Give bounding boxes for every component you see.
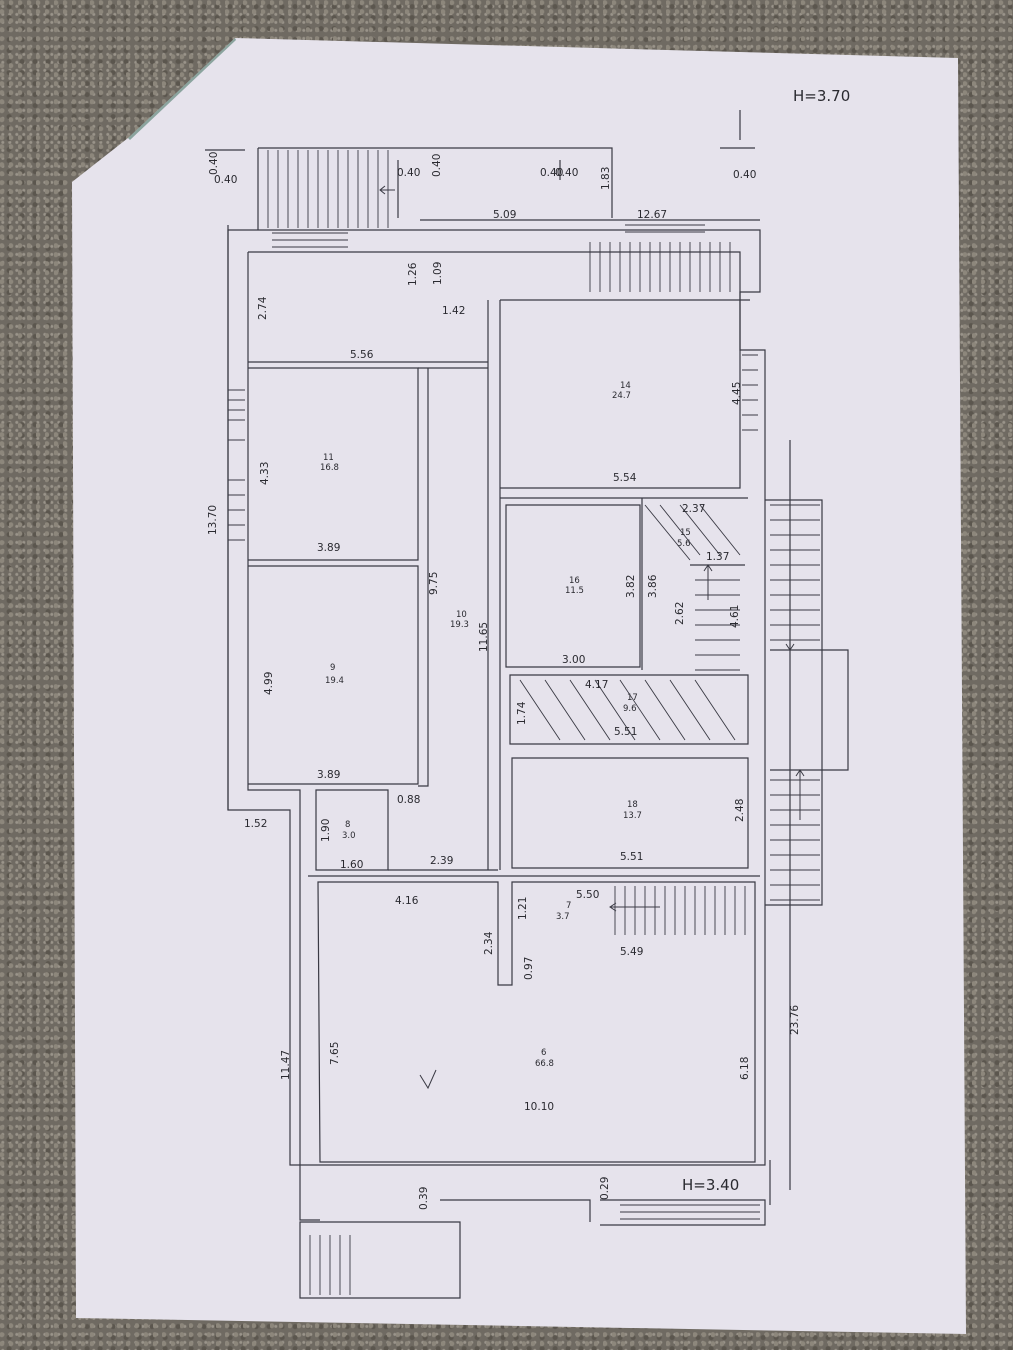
dim-label: 0.29 bbox=[599, 1177, 611, 1200]
dim-label: 2.62 bbox=[674, 602, 686, 625]
dim-label: 9.75 bbox=[428, 572, 440, 595]
dim-label: 1.21 bbox=[517, 897, 529, 920]
dim-label: 5.51 bbox=[614, 726, 637, 738]
room-area: 24.7 bbox=[612, 391, 631, 401]
room-area: 13.7 bbox=[623, 811, 642, 821]
dim-label: 5.50 bbox=[576, 889, 599, 901]
dim-label: 3.00 bbox=[562, 654, 585, 666]
dim-label: 10.10 bbox=[524, 1101, 554, 1113]
dim-label: 2.34 bbox=[483, 931, 495, 955]
dim-label: 4.45 bbox=[731, 382, 743, 405]
dim-label: 1.83 bbox=[600, 167, 612, 190]
paper-corner-mark bbox=[128, 38, 236, 140]
paper bbox=[72, 38, 966, 1334]
room-number: 16 bbox=[569, 576, 580, 586]
room-number: 14 bbox=[620, 381, 631, 391]
room-labels: 11 16.8 9 19.4 10 19.3 14 24.7 16 11.5 1… bbox=[320, 381, 691, 1069]
dim-label: 1.60 bbox=[340, 859, 363, 871]
room-area: 19.4 bbox=[325, 676, 344, 686]
dim-label: 13.70 bbox=[207, 505, 219, 535]
dim-label: 4.16 bbox=[395, 895, 419, 907]
dim-label: 0.40 bbox=[555, 167, 578, 179]
room-number: 10 bbox=[456, 610, 467, 620]
dim-label: 4.17 bbox=[585, 679, 608, 691]
room-area: 9.6 bbox=[623, 704, 637, 714]
dim-label: 0.88 bbox=[397, 794, 420, 806]
room-number: 9 bbox=[330, 663, 335, 673]
dim-label: 2.37 bbox=[682, 503, 705, 515]
dim-label: 0.40 bbox=[733, 169, 756, 181]
dim-label: 0.39 bbox=[418, 1187, 430, 1210]
dim-label: 3.86 bbox=[647, 574, 659, 598]
dim-label: 4.99 bbox=[263, 672, 275, 695]
dim-label: 0.40 bbox=[208, 152, 220, 175]
dim-label: 5.56 bbox=[350, 349, 374, 361]
room-number: 6 bbox=[541, 1048, 546, 1058]
dim-label: 12.67 bbox=[637, 209, 667, 221]
room-number: 11 bbox=[323, 453, 334, 463]
room-number: 17 bbox=[627, 693, 638, 703]
room-number: 18 bbox=[627, 800, 638, 810]
dim-label: 2.74 bbox=[257, 296, 269, 320]
dim-label: 5.54 bbox=[613, 472, 637, 484]
height-top: H=3.70 bbox=[793, 87, 850, 105]
dim-label: 1.26 bbox=[407, 262, 419, 286]
room-number: 7 bbox=[566, 901, 571, 911]
dim-label: 2.39 bbox=[430, 855, 453, 867]
dim-label: 0.40 bbox=[397, 167, 420, 179]
room-number: 15 bbox=[680, 528, 691, 538]
dim-label: 5.51 bbox=[620, 851, 643, 863]
dim-label: 11.47 bbox=[280, 1050, 292, 1080]
dim-label: 1.52 bbox=[244, 818, 267, 830]
dim-label: 1.74 bbox=[516, 701, 528, 725]
dim-label: 3.82 bbox=[625, 575, 637, 598]
dim-label: 6.18 bbox=[739, 1057, 751, 1080]
dim-label: 0.40 bbox=[214, 174, 237, 186]
dim-label: 1.90 bbox=[320, 819, 332, 842]
dim-label: 1.37 bbox=[706, 551, 729, 563]
height-bottom: H=3.40 bbox=[682, 1176, 739, 1194]
room-area: 5.6 bbox=[677, 539, 691, 549]
room-area: 16.8 bbox=[320, 463, 339, 473]
room-area: 19.3 bbox=[450, 620, 469, 630]
dim-label: 2.48 bbox=[734, 799, 746, 822]
dim-label: 5.09 bbox=[493, 209, 516, 221]
room-area: 11.5 bbox=[565, 586, 584, 596]
dim-label: 0.40 bbox=[431, 154, 443, 177]
dim-label: 1.42 bbox=[442, 305, 465, 317]
dim-label: 5.49 bbox=[620, 946, 643, 958]
dim-label: 0.97 bbox=[523, 957, 535, 980]
dimensions: 0.40 0.40 0.40 0.40 0.40 5.09 12.67 1.42… bbox=[214, 167, 756, 1113]
arrows bbox=[379, 185, 805, 1090]
dim-label: 0.40 bbox=[540, 167, 563, 179]
dim-label: 11.65 bbox=[478, 622, 490, 652]
vertical-dimensions: 0.40 0.40 1.83 1.26 1.09 2.74 4.45 4.33 … bbox=[207, 152, 801, 1210]
room-number: 8 bbox=[345, 820, 350, 830]
dim-label: 4.61 bbox=[729, 605, 741, 628]
stair-hatching bbox=[228, 150, 820, 1295]
room-area: 66.8 bbox=[535, 1059, 554, 1069]
dim-label: 1.09 bbox=[432, 262, 444, 285]
dim-label: 7.65 bbox=[329, 1042, 341, 1065]
dim-label: 3.89 bbox=[317, 769, 340, 781]
dim-label: 23.76 bbox=[789, 1005, 801, 1035]
dim-label: 4.33 bbox=[259, 462, 271, 485]
dim-label: 3.89 bbox=[317, 542, 340, 554]
room-area: 3.7 bbox=[556, 912, 570, 922]
room-area: 3.0 bbox=[342, 831, 356, 841]
plan-lines bbox=[205, 110, 849, 1299]
